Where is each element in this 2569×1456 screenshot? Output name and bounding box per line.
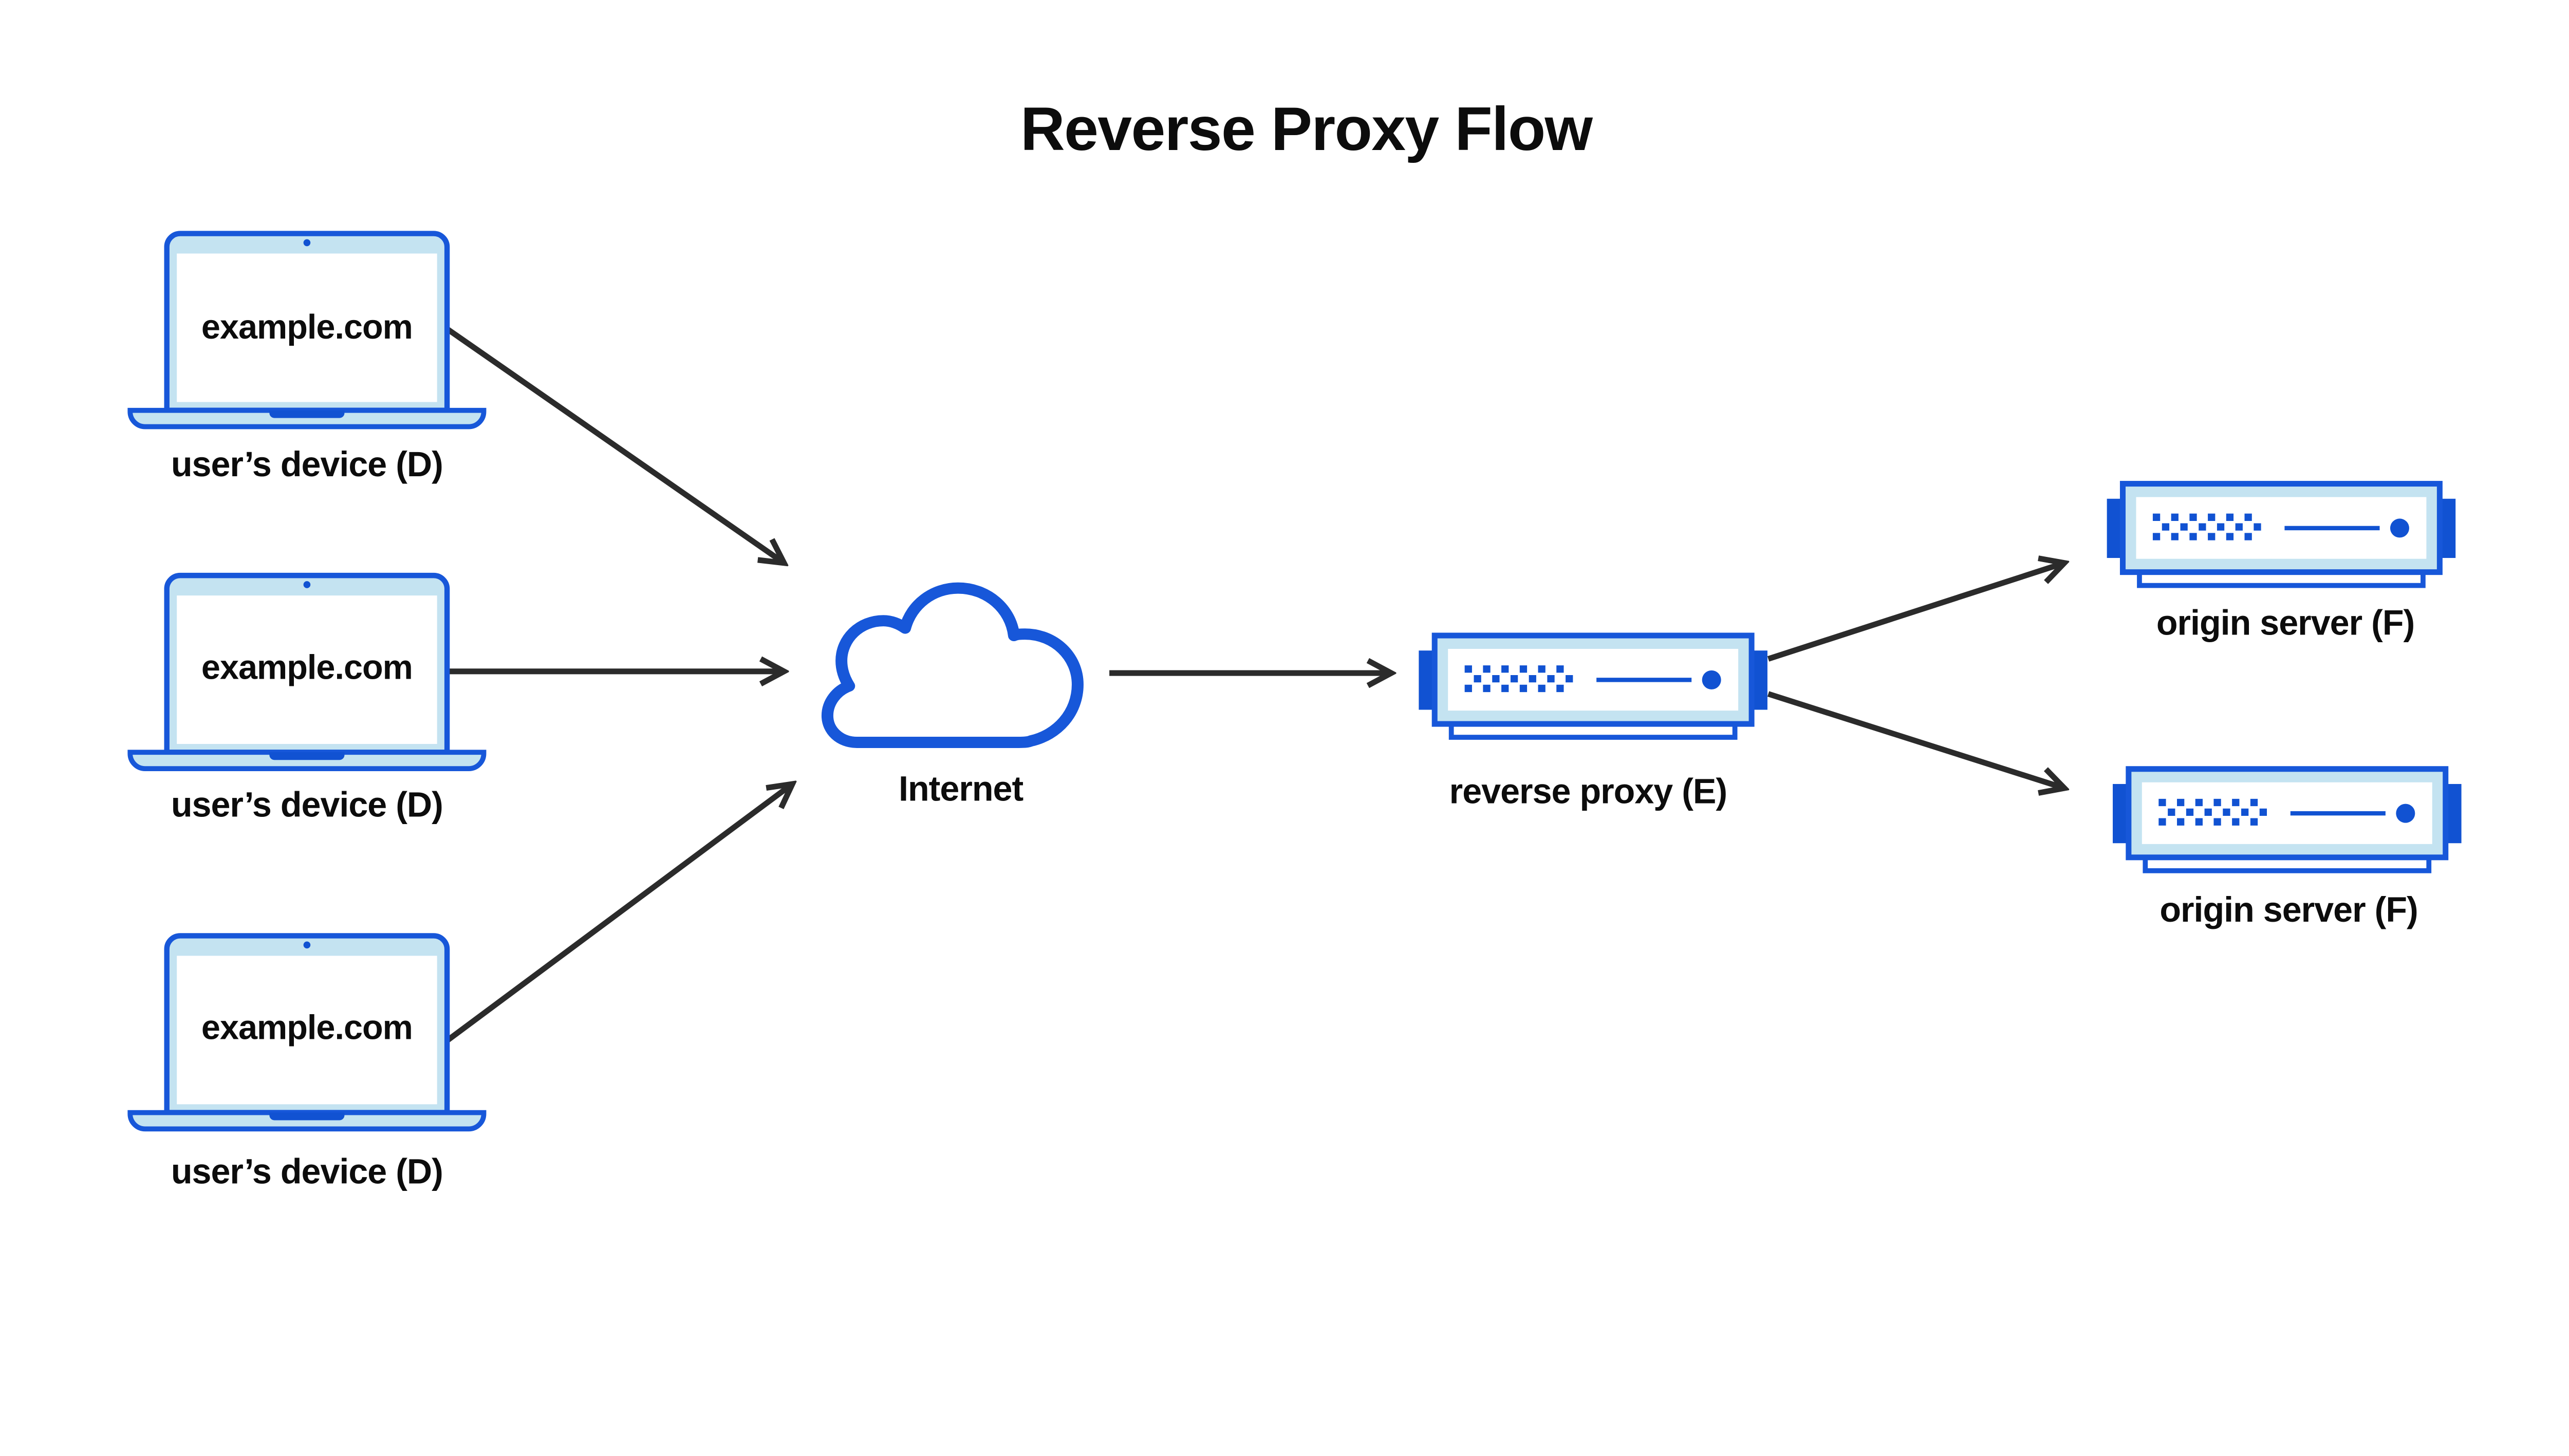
device-screen-url: example.com [201, 308, 413, 346]
origin-server-label: origin server (F) [2160, 890, 2417, 929]
arrow-proxy-to-origin2 [1767, 691, 2064, 788]
reverse-proxy-label: reverse proxy (E) [1449, 772, 1727, 811]
internet-node: Internet [821, 582, 1084, 808]
arrow-proxy-to-origin1 [1767, 563, 2064, 662]
page-title: Reverse Proxy Flow [1020, 95, 1593, 163]
origin-server-label: origin server (F) [2156, 603, 2414, 642]
origin-server-node-2: origin server (F) [2113, 769, 2462, 929]
diagram-canvas: Reverse Proxy Flow example.com user’s de… [127, 95, 2465, 1191]
server-icon [2113, 769, 2462, 871]
user-device-node-1: example.com user’s device (D) [130, 234, 483, 484]
user-device-node-2: example.com user’s device (D) [130, 575, 483, 824]
flow-arrows [446, 327, 2064, 1042]
server-icon [2107, 484, 2456, 586]
server-icon [1419, 636, 1767, 737]
arrow-device3-to-internet [446, 784, 792, 1042]
device-caption: user’s device (D) [171, 1152, 443, 1191]
origin-server-node-1: origin server (F) [2107, 484, 2456, 642]
device-screen-url: example.com [201, 648, 413, 686]
device-screen-url: example.com [201, 1009, 413, 1047]
arrow-device1-to-internet [446, 327, 784, 563]
reverse-proxy-flow-diagram: Reverse Proxy Flow example.com user’s de… [127, 95, 2465, 1191]
device-caption: user’s device (D) [171, 445, 443, 484]
device-caption: user’s device (D) [171, 785, 443, 824]
reverse-proxy-node: reverse proxy (E) [1419, 636, 1767, 811]
internet-label: Internet [899, 769, 1023, 808]
user-device-node-3: example.com user’s device (D) [130, 936, 483, 1191]
cloud-icon [821, 582, 1084, 748]
